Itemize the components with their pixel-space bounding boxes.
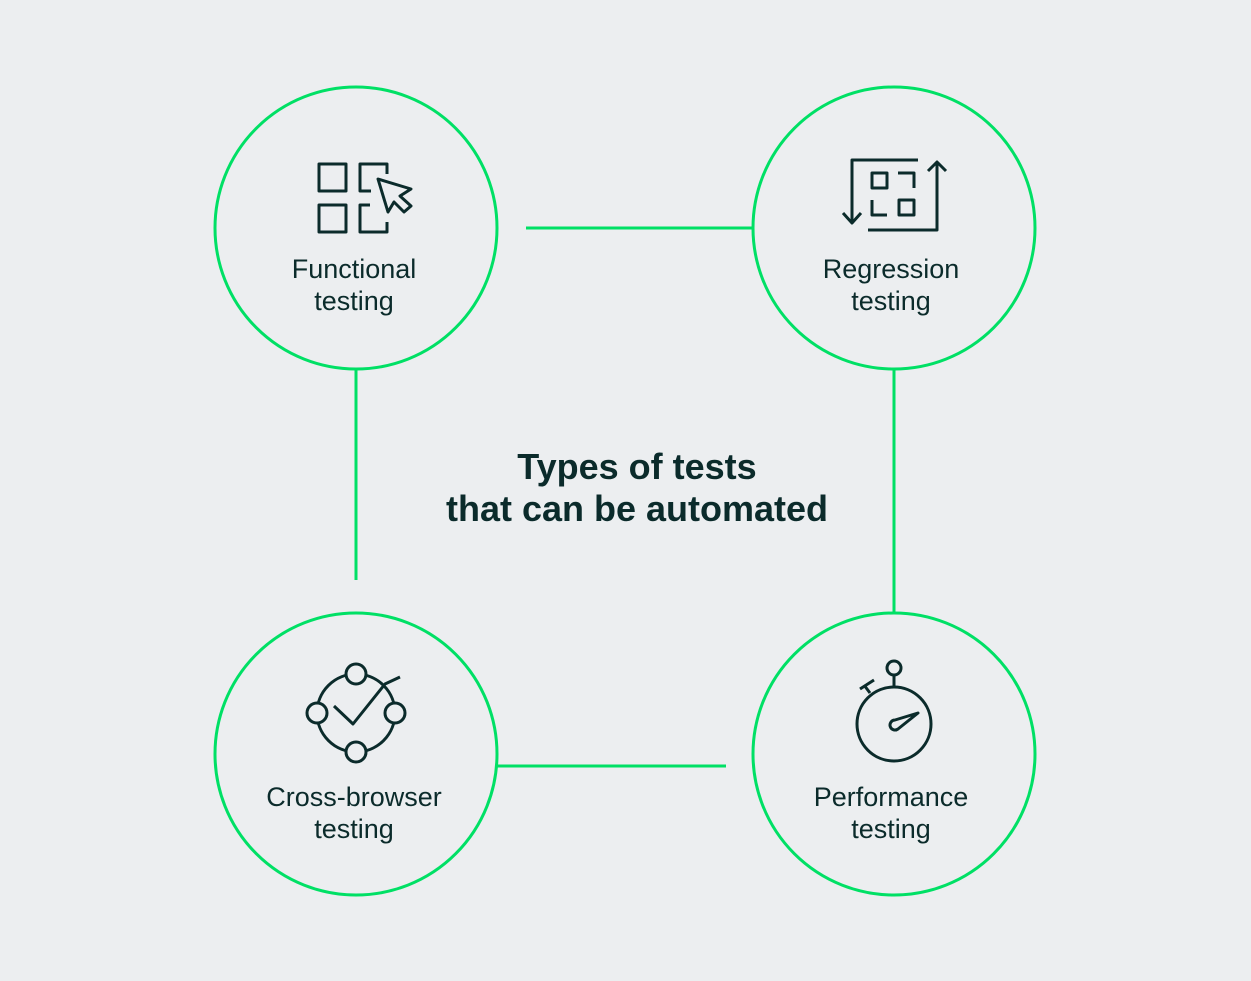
node-label-line1: Functional — [291, 254, 417, 284]
grid-cycle-arrows-icon — [841, 158, 948, 232]
node-label-line2: testing — [314, 286, 394, 316]
node-circle-cross-browser — [213, 611, 499, 897]
node-label-line1: Performance — [813, 782, 969, 812]
stopwatch-icon — [855, 659, 933, 763]
node-circle-functional — [213, 85, 499, 371]
node-label-line2: testing — [851, 814, 931, 844]
diagram-title: Types of tests that can be automated — [337, 446, 937, 530]
node-label-line1: Regression — [822, 254, 960, 284]
node-label-line2: testing — [314, 814, 394, 844]
node-circle-performance — [751, 611, 1037, 897]
node-label-line2: testing — [851, 286, 931, 316]
node-label-performance: Performance testing — [751, 781, 1031, 845]
title-line2: that can be automated — [445, 488, 829, 529]
title-line1: Types of tests — [517, 446, 757, 487]
node-label-cross-browser: Cross-browser testing — [214, 781, 494, 845]
grid-cursor-icon — [317, 162, 413, 234]
node-circle-regression — [751, 85, 1037, 371]
node-label-line1: Cross-browser — [266, 782, 442, 812]
node-label-functional: Functional testing — [214, 253, 494, 317]
network-check-icon — [305, 662, 407, 764]
node-label-regression: Regression testing — [751, 253, 1031, 317]
